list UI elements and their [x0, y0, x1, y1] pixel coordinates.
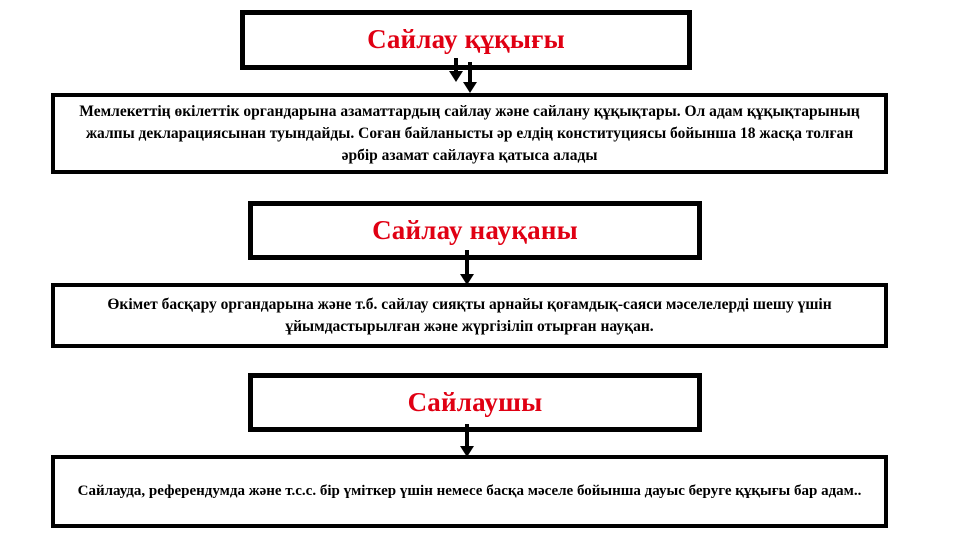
- body-text-sailau-naukany: Өкімет басқару органдарына және т.б. сай…: [107, 295, 832, 335]
- arrow-head-icon: [460, 274, 474, 285]
- arrow-shaft: [454, 58, 458, 73]
- title-text-sailau-naukany: Сайлау науқаны: [372, 214, 578, 245]
- title-box-sailau-naukany: Сайлау науқаны: [248, 201, 702, 260]
- arrow-head-icon: [460, 446, 474, 457]
- title-text-sailaushy: Сайлаушы: [407, 386, 543, 417]
- connector-arrow-3: [460, 424, 474, 458]
- title-box-sailau-kukygy: Сайлау құқығы: [240, 10, 692, 70]
- connector-arrow-2: [460, 250, 474, 286]
- arrow-head-icon: [463, 82, 477, 93]
- body-box-sailau-kukygy: Мемлекеттің өкілеттік органдарына азамат…: [51, 93, 888, 174]
- title-box-sailaushy: Сайлаушы: [248, 373, 702, 432]
- body-text-sailaushy: Сайлауда, референдумда және т.с.с. бір ү…: [77, 482, 862, 499]
- arrow-shaft: [465, 250, 469, 276]
- connector-arrow-1a: [449, 58, 463, 82]
- title-text-sailau-kukygy: Сайлау құқығы: [367, 24, 565, 55]
- body-box-sailaushy: Сайлауда, референдумда және т.с.с. бір ү…: [51, 455, 888, 528]
- connector-arrow-1b: [463, 62, 477, 94]
- arrow-shaft: [468, 62, 472, 84]
- arrow-shaft: [465, 424, 469, 448]
- body-text-sailau-kukygy: Мемлекеттің өкілеттік органдарына азамат…: [79, 102, 860, 164]
- body-box-sailau-naukany: Өкімет басқару органдарына және т.б. сай…: [51, 283, 888, 348]
- arrow-head-icon: [449, 71, 463, 82]
